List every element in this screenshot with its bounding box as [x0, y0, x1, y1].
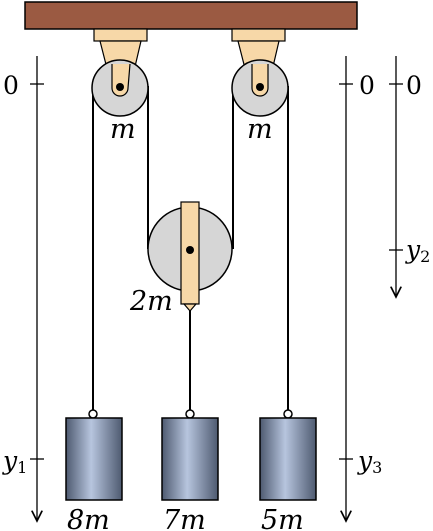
- axis-y1-label: y1: [2, 446, 27, 477]
- axis-y3-label: y3: [357, 446, 382, 477]
- axis-y1: [30, 56, 44, 521]
- block-middle-label: 7m: [163, 505, 206, 531]
- block-middle: [161, 417, 219, 501]
- axis-y2: [389, 56, 403, 297]
- left-fixed-pulley: [91, 59, 149, 117]
- block-left-label: 8m: [67, 505, 110, 531]
- hooks: [88, 409, 293, 419]
- axis-y3-zero-label: 0: [359, 71, 375, 100]
- left-pulley-mass-label: m: [110, 114, 136, 145]
- axis-y2-zero-label: 0: [406, 71, 422, 100]
- ropes: [92, 86, 289, 412]
- axis-y3: [339, 56, 353, 521]
- movable-pulley-mass-label: 2m: [129, 286, 173, 317]
- ceiling-beam: [24, 1, 358, 30]
- right-fixed-pulley: [231, 59, 289, 117]
- right-pulley-mass-label: m: [247, 114, 273, 145]
- block-left: [65, 417, 123, 501]
- axis-y2-label: y2: [405, 235, 430, 266]
- movable-pulley: [147, 201, 233, 312]
- block-right-label: 5m: [261, 505, 304, 531]
- block-right: [259, 417, 317, 501]
- axis-y1-zero-label: 0: [3, 71, 19, 100]
